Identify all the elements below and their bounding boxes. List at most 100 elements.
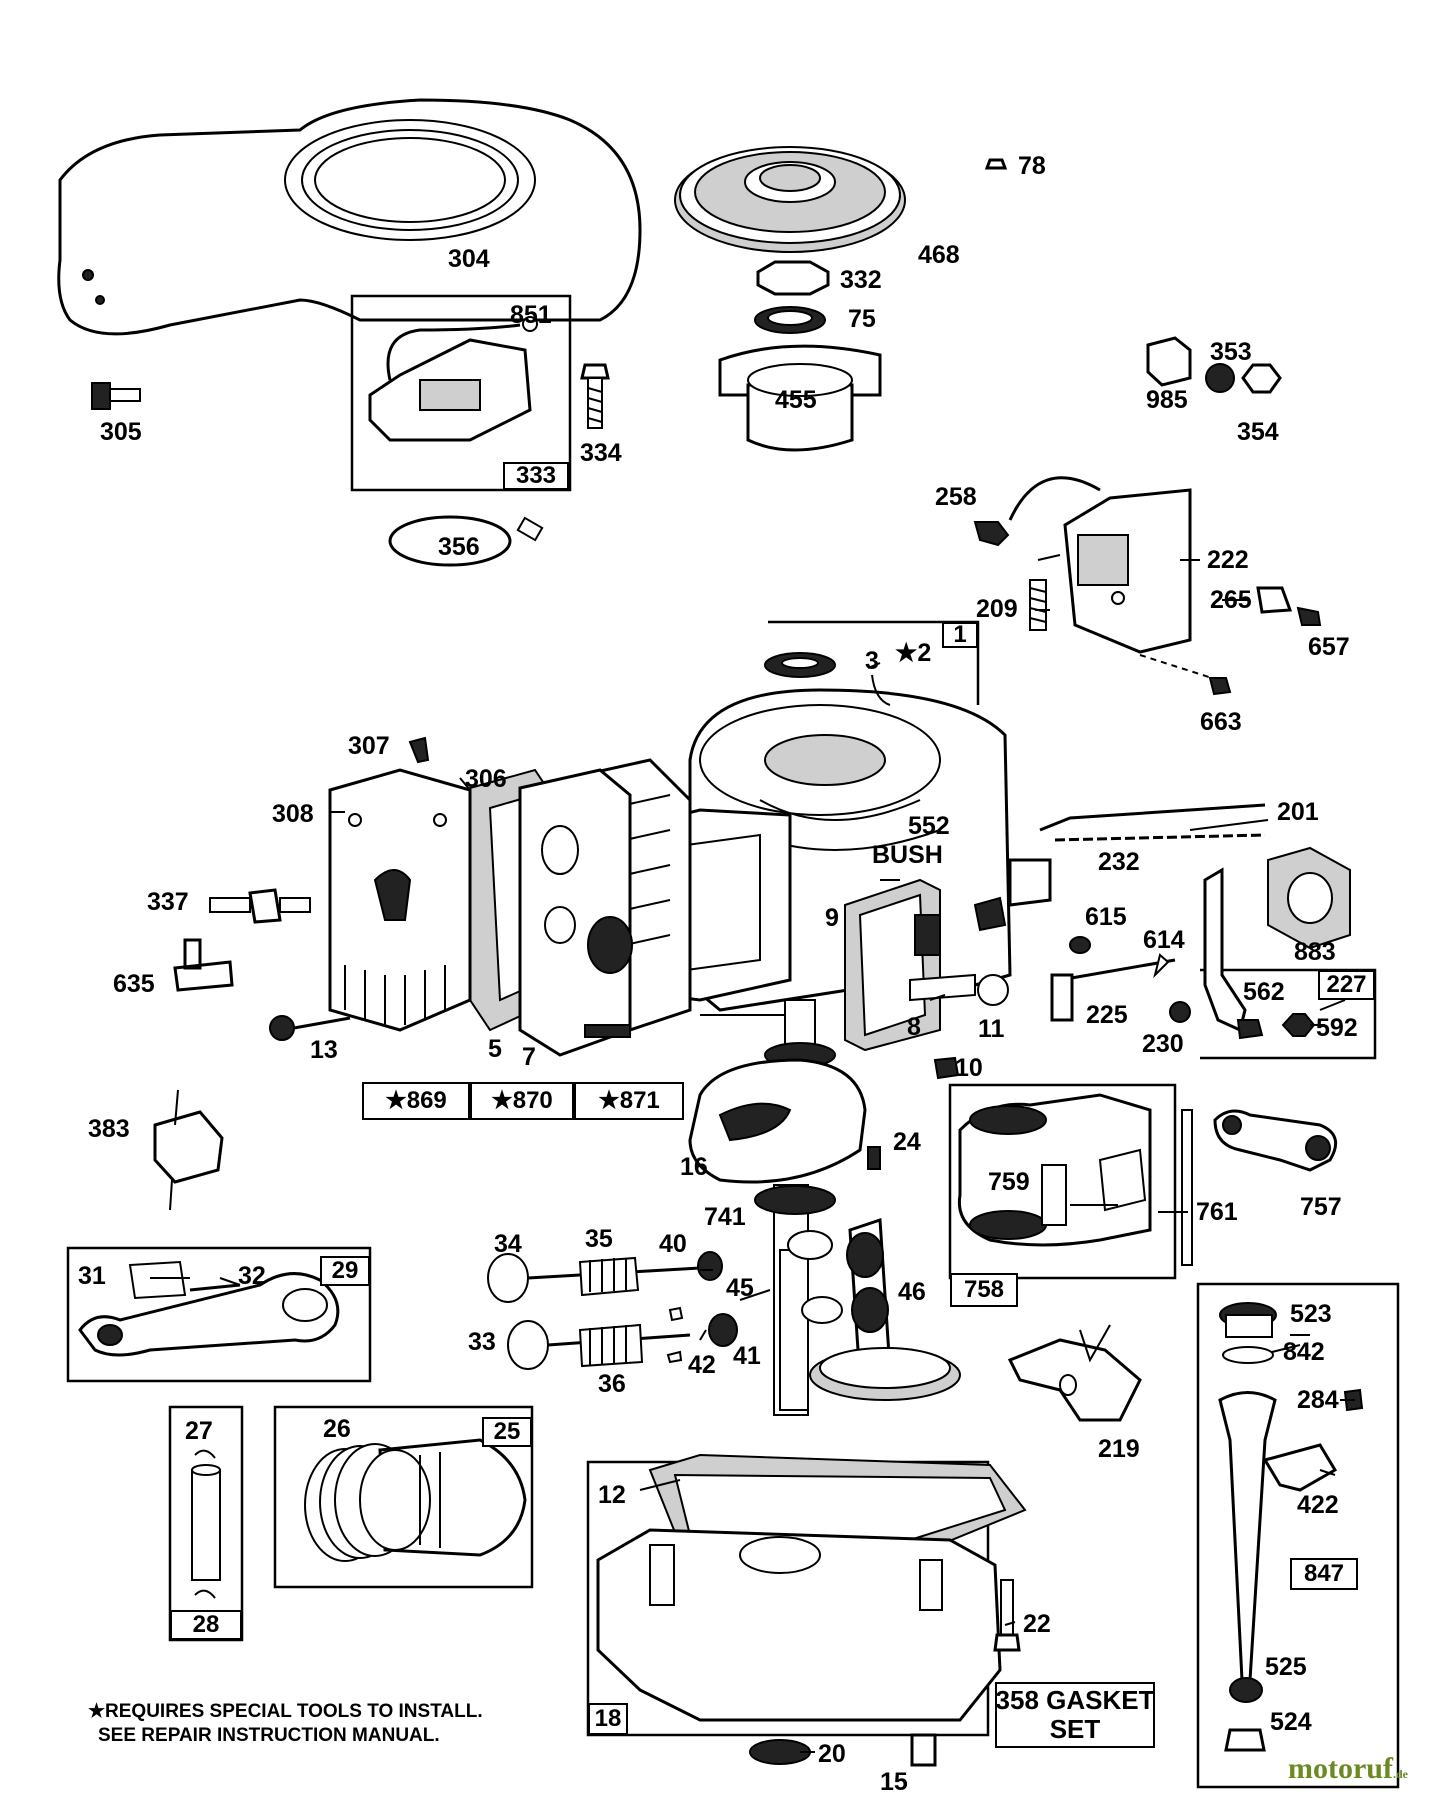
label-842: 842: [1283, 1338, 1325, 1366]
label-42: 42: [688, 1351, 716, 1379]
valve-34-drawing: [487, 1251, 723, 1303]
label-45: 45: [726, 1274, 754, 1302]
label-635: 635: [113, 970, 155, 998]
label-32: 32: [238, 1262, 266, 1290]
label-741: 741: [704, 1203, 746, 1231]
cylinder-block-drawing: [558, 688, 1052, 1042]
label-230: 230: [1142, 1030, 1184, 1058]
label-26: 26: [323, 1415, 351, 1443]
label-222: 222: [1207, 546, 1249, 574]
screw-663-drawing: [1208, 677, 1232, 696]
label-985: 985: [1146, 386, 1188, 414]
label-11: 11: [978, 1015, 1005, 1043]
dipstick-847-drawing: [1218, 1302, 1277, 1752]
terminal-265-drawing: [1256, 586, 1293, 614]
screw-10-drawing: [933, 1056, 960, 1080]
piston-pin-drawing: [191, 1449, 221, 1599]
label-265: 265: [1210, 586, 1252, 614]
terminal-985-drawing: [1146, 336, 1192, 387]
connecting-rod-29-drawing: [78, 1260, 340, 1357]
washer-230-drawing: [1169, 1001, 1191, 1023]
label-46: 46: [898, 1278, 926, 1306]
note-line-2: SEE REPAIR INSTRUCTION MANUAL.: [98, 1724, 440, 1746]
retainer-42-drawing: [666, 1306, 684, 1364]
label-592: 592: [1316, 1014, 1358, 1042]
label-525: 525: [1265, 1653, 1307, 1681]
assembly-29-frame: [66, 1246, 372, 1383]
gasket-set-box: 358 GASKET SET: [995, 1682, 1155, 1748]
label-523: 523: [1290, 1300, 1332, 1328]
label-383: 383: [88, 1115, 130, 1143]
label-35: 35: [585, 1225, 613, 1253]
label-304: 304: [448, 245, 490, 273]
label-334: 334: [580, 439, 622, 467]
nut-332-drawing: [756, 260, 830, 296]
label-353: 353: [1210, 338, 1252, 366]
assembly-28-frame: [168, 1405, 244, 1642]
label-258: 258: [935, 483, 977, 511]
label-16: 16: [680, 1153, 708, 1181]
box-758: 758: [950, 1273, 1018, 1307]
clip-614-drawing: [1153, 953, 1170, 979]
link-201-drawing: [1039, 803, 1266, 832]
blower-housing-304-drawing: [57, 98, 642, 336]
box-870: ★870: [470, 1082, 574, 1120]
rotating-screen-468-drawing: [674, 146, 906, 253]
box-869: ★869: [362, 1082, 470, 1120]
label-759: 759: [988, 1168, 1030, 1196]
counterweight-758-drawing: [957, 1093, 1152, 1247]
breather-9-drawing: [844, 878, 976, 1052]
label-455: 455: [775, 386, 817, 414]
clip-615-drawing: [1069, 936, 1091, 954]
spring-209-drawing: [1029, 579, 1047, 631]
label-663: 663: [1200, 708, 1242, 736]
bolt-761-drawing: [1181, 1109, 1193, 1266]
box-871: ★871: [574, 1082, 684, 1120]
label-34: 34: [494, 1230, 522, 1258]
fitting-635-drawing: [173, 938, 234, 992]
spark-plug-337-drawing: [209, 888, 311, 924]
label-306: 306: [465, 765, 507, 793]
label-552: 552: [908, 812, 950, 840]
assembly-25-frame: [273, 1405, 534, 1589]
label-27: 27: [185, 1417, 213, 1445]
gasket-set-line-2: SET: [1049, 1714, 1101, 1744]
plug-15-drawing: [910, 1733, 937, 1767]
assembly-758-frame: [948, 1083, 1177, 1280]
label-9: 9: [825, 904, 839, 932]
label-10: 10: [955, 1054, 983, 1082]
box-25: 25: [482, 1417, 532, 1447]
box-333: 333: [503, 462, 569, 490]
nut-354-drawing: [1241, 363, 1282, 394]
label-bush: BUSH: [872, 841, 943, 869]
box-227: 227: [1318, 970, 1375, 1000]
box-28: 28: [170, 1610, 242, 1640]
label-15: 15: [880, 1768, 908, 1796]
label-356: 356: [438, 533, 480, 561]
label-219: 219: [1098, 1435, 1140, 1463]
box-1: 1: [942, 622, 978, 648]
spring-232-drawing: [1054, 833, 1266, 842]
label-615: 615: [1085, 903, 1127, 931]
nut-592-drawing: [1281, 1013, 1316, 1037]
label-5: 5: [488, 1035, 502, 1063]
lever-227-drawing: [1203, 867, 1247, 1033]
label-75: 75: [848, 305, 876, 333]
label-307: 307: [348, 732, 390, 760]
ignition-armature-drawing: [368, 316, 538, 442]
key-24-drawing: [867, 1146, 881, 1170]
label-332: 332: [840, 266, 882, 294]
label-225: 225: [1086, 1001, 1128, 1029]
seal-11-drawing: [977, 974, 1009, 1006]
link-757-drawing: [1213, 1109, 1338, 1172]
box-29: 29: [320, 1256, 370, 1286]
label-524: 524: [1270, 1708, 1312, 1736]
screw-258-drawing: [973, 521, 1010, 547]
label-562: 562: [1243, 978, 1285, 1006]
label-422: 422: [1297, 1491, 1339, 1519]
watermark-suffix: .de: [1392, 1767, 1408, 1781]
label-308: 308: [272, 800, 314, 828]
bushing-552-drawing: [973, 896, 1007, 932]
